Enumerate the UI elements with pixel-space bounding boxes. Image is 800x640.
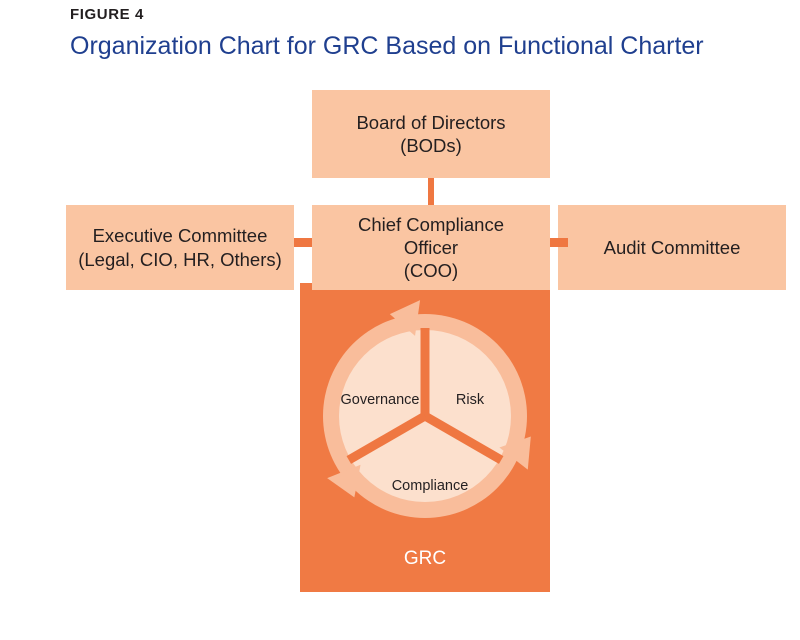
wheel-label-risk: Risk [455,392,485,408]
figure-label: FIGURE 4 [70,6,144,23]
arrowhead-right [499,436,531,470]
grc-caption: GRC [403,548,447,569]
grc-cycle-diagram [323,300,531,518]
page-title: Organization Chart for GRC Based on Func… [70,32,704,60]
org-box-executive-committee: Executive Committee (Legal, CIO, HR, Oth… [66,205,294,290]
org-box-chief-compliance-officer: Chief Compliance Officer (COO) [312,205,550,290]
arrowhead-top [389,300,421,336]
connector-exec-to-coo [294,238,312,247]
org-box-line: Board of Directors [356,111,506,133]
org-box-audit-committee: Audit Committee [558,205,786,290]
org-box-line: (Legal, CIO, HR, Others) [78,248,282,270]
grc-panel: Governance Risk Compliance GRC [300,283,550,592]
org-box-line: (BODs) [400,135,462,156]
org-box-line: Executive Committee [92,225,268,247]
segment-dividers [346,328,504,464]
org-box-line: Chief Compliance [357,213,504,235]
connector-bod-to-coo [428,178,434,205]
org-box-line: (COO) [403,260,459,282]
wheel-label-governance: Governance [340,392,420,408]
arrowhead-left [327,464,361,498]
wheel-label-compliance: Compliance [391,478,469,494]
connector-coo-to-audit [550,238,568,247]
org-box-line: Audit Committee [603,236,741,258]
org-box-board-of-directors: Board of Directors (BODs) [312,90,550,178]
org-box-line: Officer [403,236,459,258]
cycle-arrowheads [327,300,531,498]
